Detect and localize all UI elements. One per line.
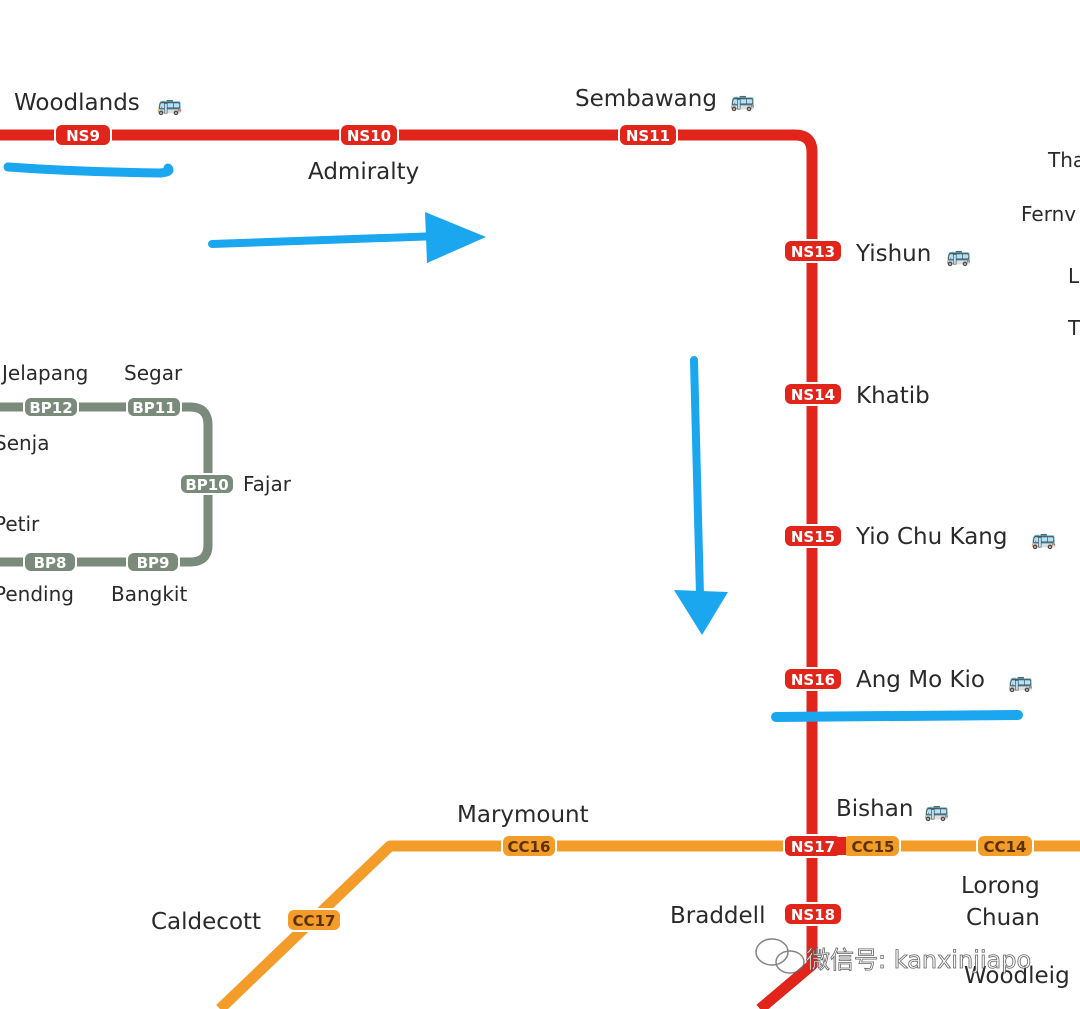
annotation-arrow-right-icon: [208, 212, 486, 263]
station-name-marymount: Marymount: [457, 802, 589, 828]
station-code: CC15: [852, 838, 895, 856]
station-code: BP10: [185, 476, 228, 494]
station-code: NS13: [791, 243, 835, 261]
station-name-lorong-chuan-line2: Chuan: [966, 905, 1040, 931]
station-name-braddell: Braddell: [670, 903, 765, 929]
bus-icon: 🚌: [946, 243, 971, 267]
partial-label: Fernv: [1021, 202, 1076, 226]
station-ns15[interactable]: NS15: [783, 524, 843, 548]
station-code: NS11: [626, 127, 670, 145]
station-code: NS17: [791, 838, 835, 856]
station-cc17[interactable]: CC17: [286, 908, 342, 932]
station-name-jelapang: Jelapang: [0, 361, 88, 385]
station-name-yishun: Yishun: [855, 241, 931, 267]
station-ns13[interactable]: NS13: [783, 239, 843, 263]
station-name-sembawang: Sembawang: [575, 86, 717, 112]
station-code: BP12: [29, 399, 72, 417]
svg-text:微信号: kanxinjiapo: 微信号: kanxinjiapo: [806, 946, 1031, 974]
wechat-icon: [755, 938, 805, 974]
station-name-petir: Petir: [0, 512, 40, 536]
partial-label: Tha: [1047, 148, 1080, 172]
station-code: BP8: [34, 554, 67, 572]
station-code: BP11: [132, 399, 175, 417]
bus-icon: 🚌: [1008, 669, 1033, 693]
station-name-yio-chu-kang: Yio Chu Kang: [855, 524, 1007, 550]
station-code: NS18: [791, 906, 835, 924]
station-code: NS14: [791, 386, 835, 404]
station-name-ang-mo-kio: Ang Mo Kio: [856, 667, 985, 693]
station-name-segar: Segar: [124, 361, 183, 385]
station-ns16[interactable]: NS16: [783, 667, 843, 691]
bus-icon: 🚌: [157, 92, 182, 116]
station-code: BP9: [137, 554, 170, 572]
station-name-fajar: Fajar: [243, 472, 292, 496]
ns-line-track: [0, 129, 818, 1009]
station-ns18[interactable]: NS18: [783, 902, 843, 926]
station-code: NS9: [66, 127, 100, 145]
station-ns9[interactable]: NS9: [54, 123, 112, 147]
station-name-woodlands: Woodlands: [14, 90, 140, 116]
bus-icon: 🚌: [1031, 526, 1056, 550]
station-code: CC16: [508, 838, 551, 856]
annotation-underline-woodlands: [3, 162, 174, 178]
station-name-caldecott: Caldecott: [151, 909, 261, 935]
station-name-admiralty: Admiralty: [308, 159, 419, 185]
cc-line-track: [216, 840, 1080, 1009]
annotation-underline-ang-mo-kio: [771, 710, 1023, 722]
station-code: CC14: [984, 838, 1027, 856]
bus-icon: 🚌: [924, 798, 949, 822]
station-cc16[interactable]: CC16: [501, 834, 557, 858]
station-bp11[interactable]: BP11: [126, 396, 182, 418]
bus-icon: 🚌: [730, 88, 755, 112]
annotation-arrow-down-icon: [674, 356, 728, 635]
station-code: NS10: [347, 127, 391, 145]
partial-label: T: [1067, 316, 1080, 340]
station-bp8[interactable]: BP8: [23, 551, 77, 573]
station-bp10[interactable]: BP10: [179, 473, 235, 495]
station-bishan-interchange[interactable]: NS17 CC15: [783, 834, 901, 858]
station-ns14[interactable]: NS14: [783, 382, 843, 406]
station-name-khatib: Khatib: [856, 383, 930, 409]
station-name-pending: Pending: [0, 582, 74, 606]
station-code: NS15: [791, 528, 835, 546]
station-ns10[interactable]: NS10: [339, 123, 399, 147]
station-name-bishan: Bishan: [836, 796, 913, 822]
station-code: CC17: [293, 912, 336, 930]
station-ns11[interactable]: NS11: [618, 123, 678, 147]
station-name-lorong-chuan-line1: Lorong: [961, 873, 1040, 899]
station-bp12[interactable]: BP12: [23, 396, 79, 418]
partial-label: Woodleig: [964, 963, 1070, 989]
station-name-senja: Senja: [0, 431, 50, 455]
watermark: 微信号: kanxinjiapo: [755, 938, 1032, 974]
station-code: NS16: [791, 671, 835, 689]
partial-label: L: [1068, 264, 1080, 288]
station-cc14[interactable]: CC14: [976, 834, 1034, 858]
station-name-bangkit: Bangkit: [111, 582, 187, 606]
station-bp9[interactable]: BP9: [126, 551, 180, 573]
